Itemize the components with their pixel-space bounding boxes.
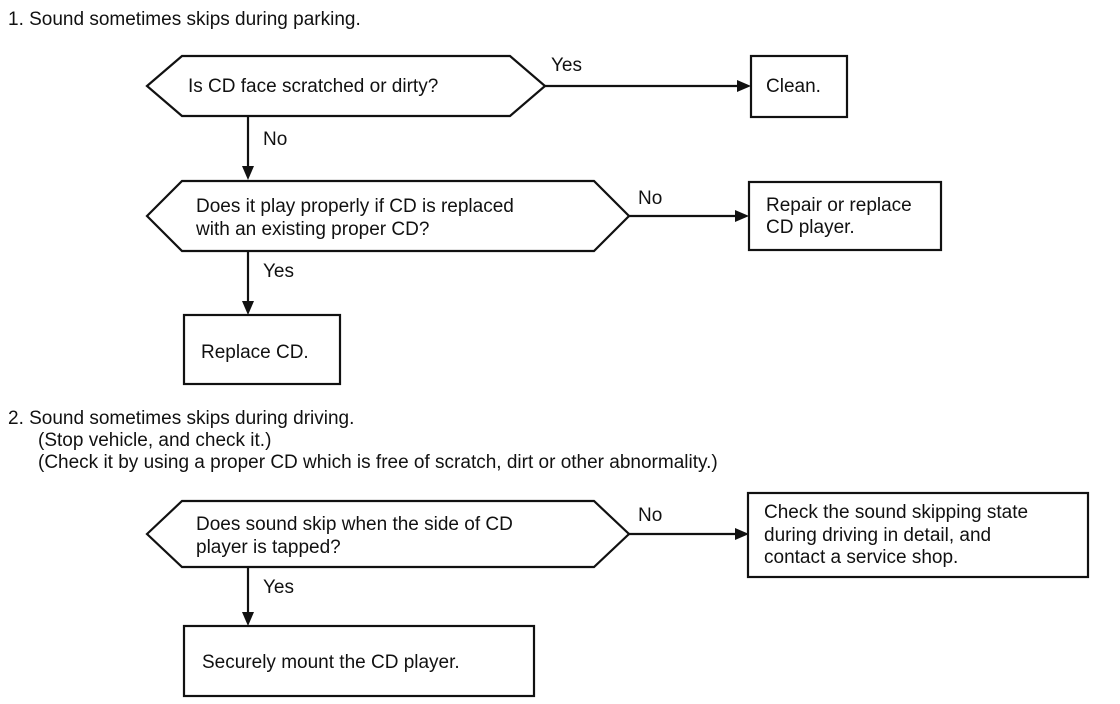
action-repair-line1: Repair or replace (766, 195, 912, 216)
action-check-line3: contact a service shop. (764, 547, 958, 568)
section2-note1: (Stop vehicle, and check it.) (38, 430, 271, 451)
label-q3-no: No (638, 505, 662, 526)
action-mount-cd-player (182, 624, 536, 698)
action-check-line1: Check the sound skipping state (764, 502, 1028, 523)
arrowhead-q3-yes (242, 612, 254, 626)
decision-plays-with-proper-cd-line2: with an existing proper CD? (195, 219, 429, 240)
label-q1-no: No (263, 129, 287, 150)
arrowhead-q2-yes (242, 301, 254, 315)
action-clean (749, 54, 849, 119)
arrowhead-q2-no (735, 210, 749, 222)
action-check-skipping-state (746, 491, 1090, 579)
section2-heading: 2. Sound sometimes skips during driving. (8, 408, 354, 429)
action-replace-cd (182, 313, 342, 386)
action-replace-cd-label: Replace CD. (201, 342, 309, 363)
decision-plays-with-proper-cd-line1: Does it play properly if CD is replaced (196, 196, 514, 217)
action-repair-line2: CD player. (766, 217, 855, 238)
label-q2-yes: Yes (263, 261, 294, 282)
arrowhead-q3-no (735, 528, 749, 540)
action-repair-replace-player (747, 180, 943, 252)
section1-heading: 1. Sound sometimes skips during parking. (8, 9, 361, 30)
action-mount-label: Securely mount the CD player. (202, 652, 460, 673)
decision-skips-when-tapped-line2: player is tapped? (196, 537, 341, 558)
decision-cd-face-scratched-label: Is CD face scratched or dirty? (188, 76, 438, 97)
arrowhead-q1-yes (737, 80, 751, 92)
label-q3-yes: Yes (263, 577, 294, 598)
section2-note2: (Check it by using a proper CD which is … (38, 452, 718, 473)
label-q1-yes: Yes (551, 55, 582, 76)
decision-skips-when-tapped-line1: Does sound skip when the side of CD (196, 514, 513, 535)
action-check-line2: during driving in detail, and (764, 525, 991, 546)
label-q2-no: No (638, 188, 662, 209)
arrowhead-q1-no (242, 166, 254, 180)
action-clean-label: Clean. (766, 76, 821, 97)
